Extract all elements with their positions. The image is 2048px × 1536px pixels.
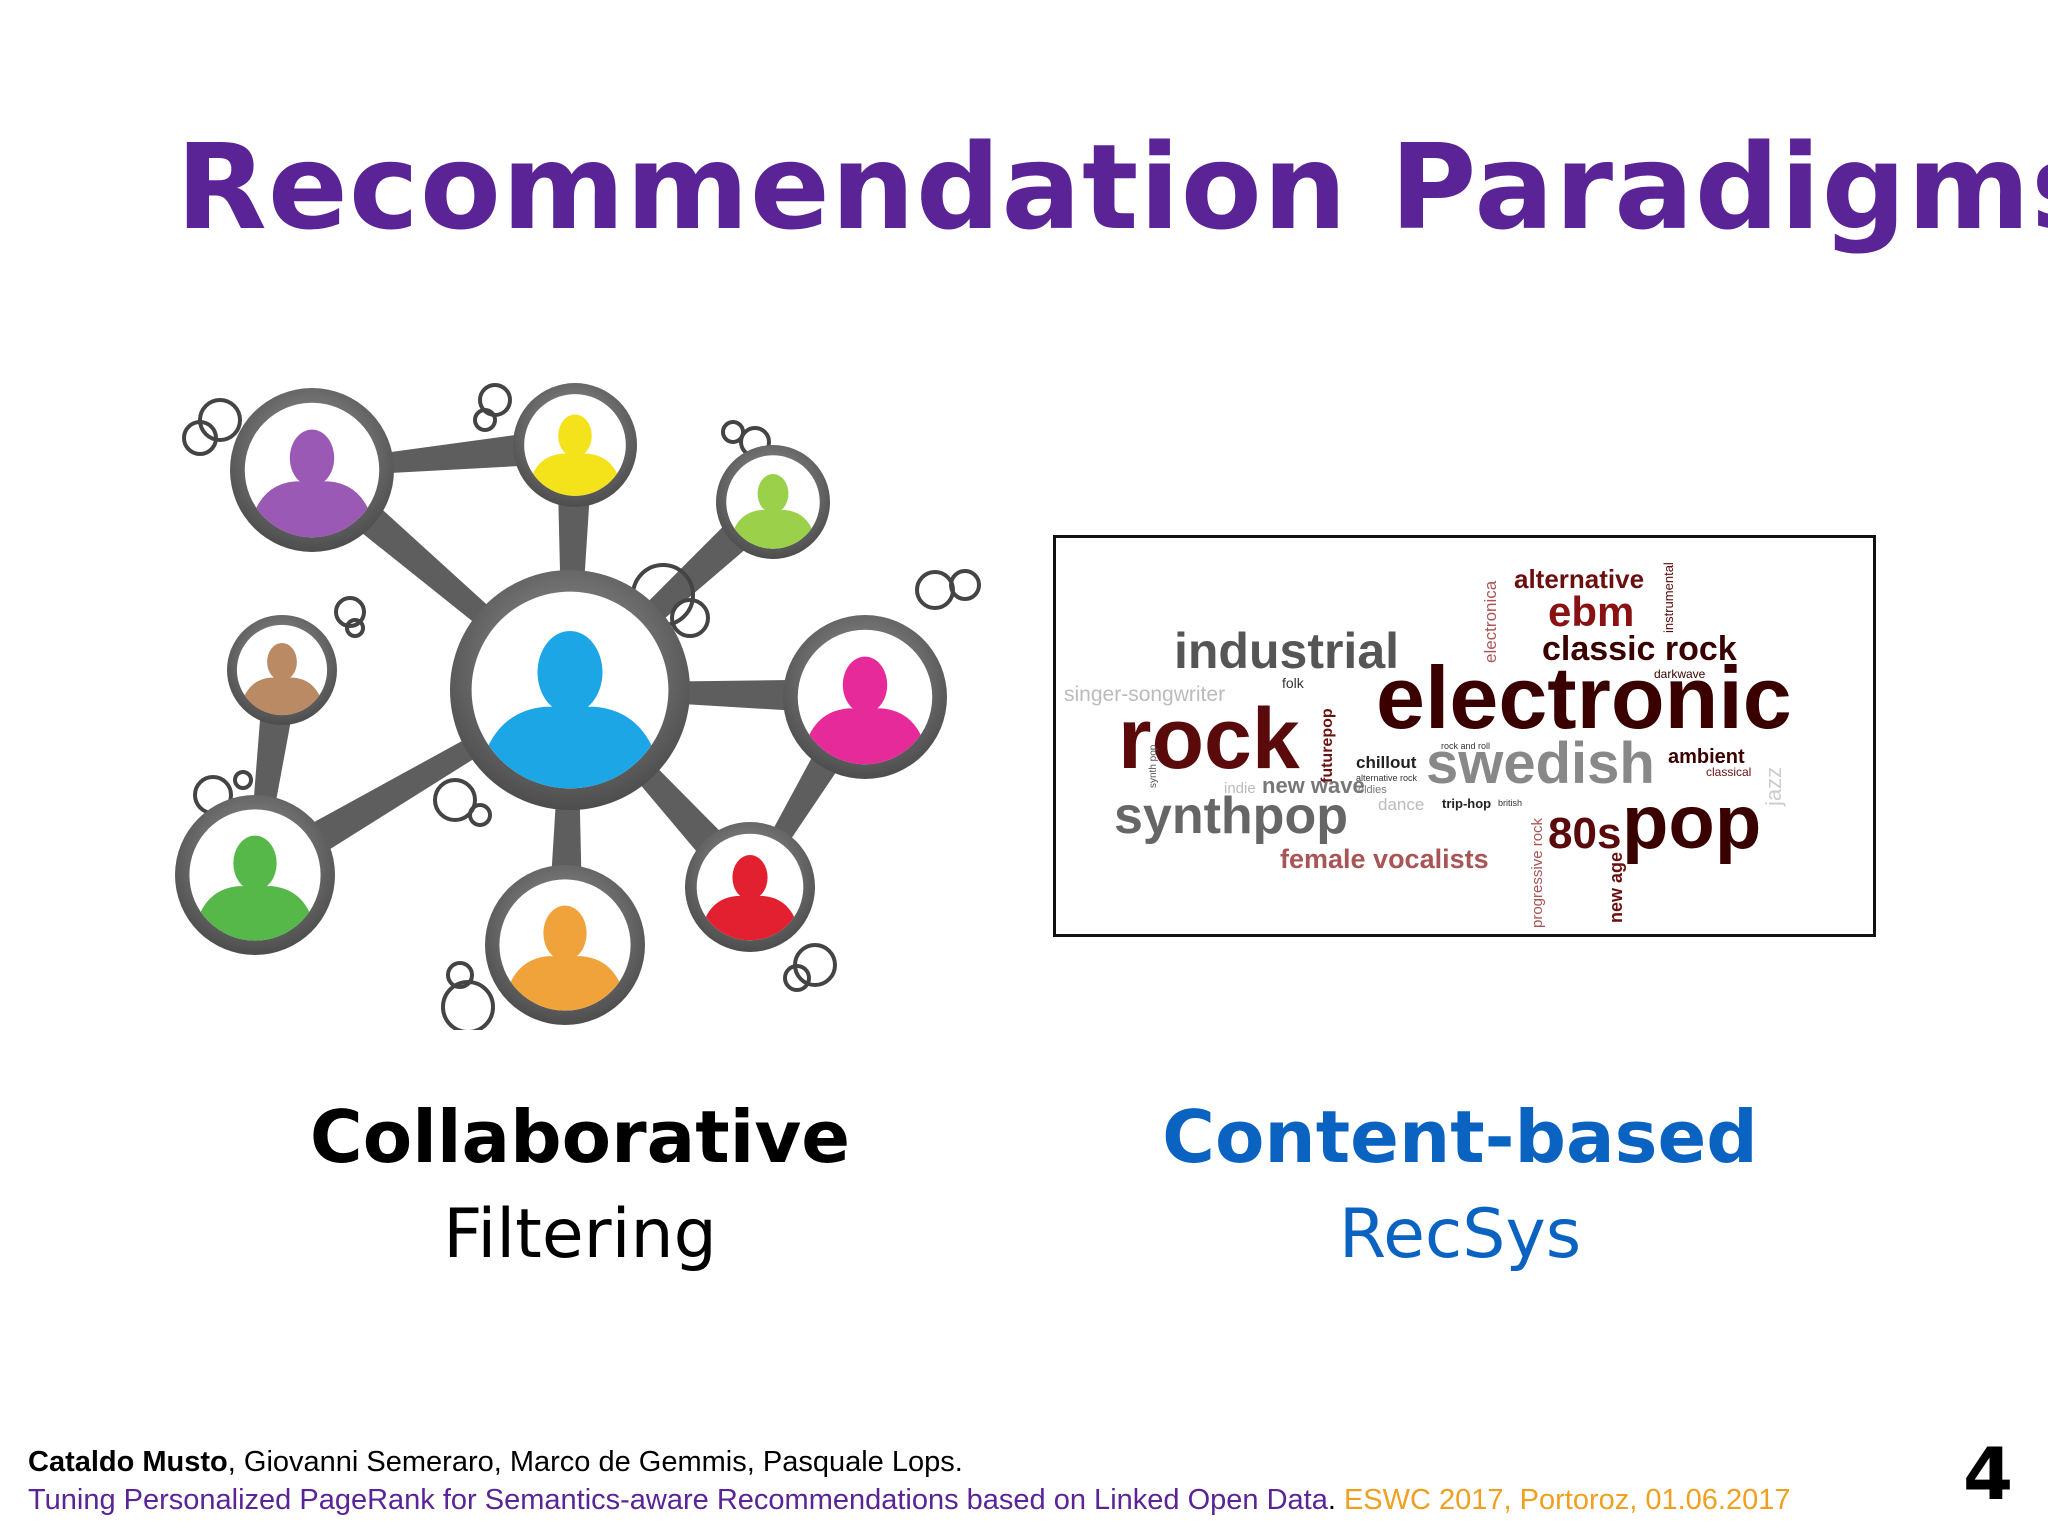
tag-80s: 80s xyxy=(1548,809,1621,858)
tag-chillout: chillout xyxy=(1356,753,1417,772)
decorative-bubble xyxy=(345,618,365,638)
content-based-title: Content-based xyxy=(1162,1095,1758,1179)
tag-alternative-rock: alternative rock xyxy=(1356,773,1418,783)
user-avatar-icon xyxy=(175,795,335,955)
tag-female-vocalists: female vocalists xyxy=(1280,844,1489,874)
user-avatar-icon xyxy=(450,570,690,810)
decorative-bubble xyxy=(233,770,253,790)
footer-paper-title: Tuning Personalized PageRank for Semanti… xyxy=(28,1484,1328,1516)
tag-rock-and-roll: rock and roll xyxy=(1441,741,1490,751)
decorative-bubble xyxy=(446,961,474,989)
tag-jazz: jazz xyxy=(1761,767,1786,807)
tag-classical: classical xyxy=(1706,765,1751,779)
slide-title: Recommendation Paradigms xyxy=(176,118,2048,256)
collaborative-filtering-title: Collaborative xyxy=(309,1095,851,1179)
tag-cloud-frame: alternative ebm electronica instrumental… xyxy=(1053,535,1876,937)
user-avatar-icon xyxy=(227,615,337,725)
tag-progressive-rock: progressive rock xyxy=(1529,817,1546,928)
tag-british: british xyxy=(1498,798,1522,808)
decorative-bubble xyxy=(473,408,497,432)
tag-classic-rock: classic rock xyxy=(1542,630,1737,668)
tag-swedish: swedish xyxy=(1426,731,1655,796)
tag-futurepop: futurepop xyxy=(1319,708,1336,783)
decorative-bubble xyxy=(783,964,811,992)
tag-rock: rock xyxy=(1118,691,1300,787)
tag-indie: indie xyxy=(1224,780,1256,797)
page-number: 4 xyxy=(1963,1432,2014,1516)
tag-singer-songwriter: singer-songwriter xyxy=(1064,683,1225,706)
tag-ebm: ebm xyxy=(1548,588,1634,635)
decorative-bubble xyxy=(670,598,710,638)
decorative-bubble xyxy=(949,569,981,601)
tag-new-wave: new wave xyxy=(1262,773,1365,798)
tag-folk: folk xyxy=(1282,675,1305,691)
footer-authors: Cataldo Musto, Giovanni Semeraro, Marco … xyxy=(28,1446,963,1479)
decorative-bubble xyxy=(441,980,495,1030)
tag-synth-pop: synth pop xyxy=(1148,744,1159,788)
footer-venue: ESWC 2017, Portoroz, 01.06.2017 xyxy=(1335,1484,1791,1516)
decorative-bubble xyxy=(433,778,477,822)
tag-dance: dance xyxy=(1378,795,1424,814)
footer-authors-rest: , Giovanni Semeraro, Marco de Gemmis, Pa… xyxy=(227,1446,963,1478)
tag-electronic: electronic xyxy=(1376,648,1792,747)
user-avatar-icon xyxy=(783,615,947,779)
footer-citation: Tuning Personalized PageRank for Semanti… xyxy=(28,1484,1791,1517)
footer-separator: . xyxy=(1327,1484,1336,1516)
tag-electronica: electronica xyxy=(1481,580,1500,663)
decorative-bubble xyxy=(334,596,366,628)
tag-pop: pop xyxy=(1622,780,1761,865)
user-network-illustration xyxy=(175,383,981,1030)
content-based-subtitle: RecSys xyxy=(1338,1195,1582,1274)
decorative-bubble xyxy=(468,803,492,827)
tag-industrial: industrial xyxy=(1174,623,1399,679)
tag-darkwave: darkwave xyxy=(1654,667,1706,681)
tag-alternative: alternative xyxy=(1514,564,1644,594)
user-avatar-icon xyxy=(513,383,637,507)
tag-instrumental: instrumental xyxy=(1661,562,1676,633)
tag-new-age: new age xyxy=(1606,852,1626,923)
tag-cloud: alternative ebm electronica instrumental… xyxy=(1064,562,1792,928)
user-avatar-icon xyxy=(230,388,394,552)
tag-trip-hop: trip-hop xyxy=(1442,796,1491,811)
footer-author-main: Cataldo Musto xyxy=(28,1446,228,1478)
tag-ambient: ambient xyxy=(1668,746,1745,768)
collaborative-filtering-subtitle: Filtering xyxy=(443,1195,717,1274)
tag-synthpop: synthpop xyxy=(1114,787,1348,845)
decorative-bubble xyxy=(182,420,218,456)
tag-oldies: oldies xyxy=(1358,784,1387,796)
decorative-bubble xyxy=(198,398,242,442)
user-avatar-icon xyxy=(485,865,645,1025)
decorative-bubble xyxy=(915,570,955,610)
user-avatar-icon xyxy=(716,445,830,559)
user-avatar-icon xyxy=(685,822,815,952)
